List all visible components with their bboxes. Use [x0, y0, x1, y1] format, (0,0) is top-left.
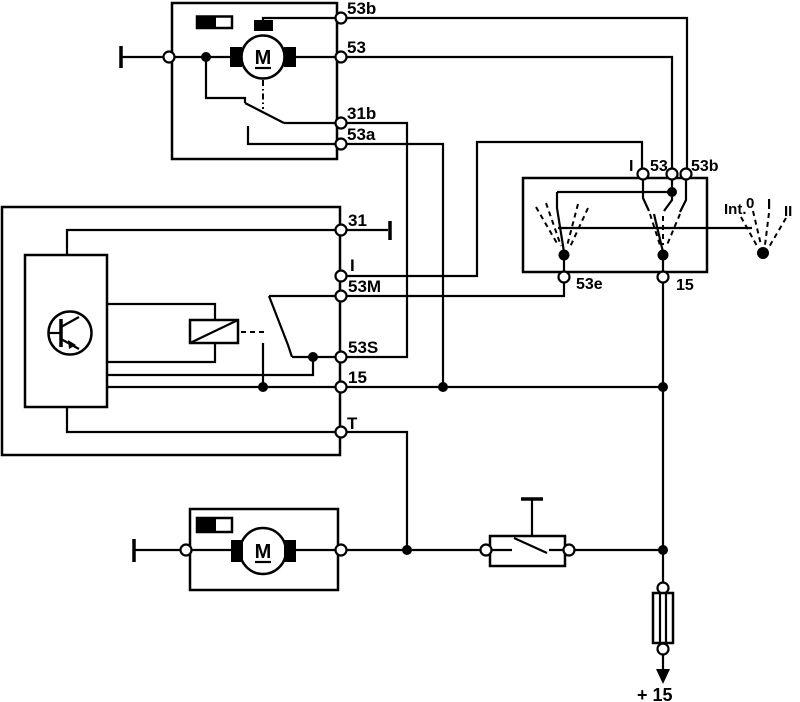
position-label-0: 0 — [746, 195, 754, 212]
terminal-switch-I — [636, 167, 650, 181]
terminal-53a — [334, 137, 348, 151]
intermittent-wiper-relay: 31 I 53M 53S 15 T — [0, 205, 392, 457]
electronic-module — [23, 253, 109, 409]
supply-arrow: + 15 — [637, 654, 673, 702]
terminal-switch-53 — [665, 167, 679, 181]
supply-label: + 15 — [637, 685, 673, 702]
terminal-fuse-bottom — [656, 642, 670, 656]
brush-left — [230, 47, 242, 67]
terminal-switch-53e — [557, 270, 571, 284]
terminal-53M — [334, 289, 348, 303]
terminal-label-53M: 53M — [348, 277, 381, 296]
brush-top — [254, 20, 273, 31]
terminal-label-I: I — [350, 256, 355, 275]
motor-letter: M — [255, 47, 272, 69]
terminal-pump-right — [334, 543, 348, 557]
position-label-int: Int. — [724, 201, 747, 218]
fuse-body — [651, 591, 675, 645]
pump-brush-left — [231, 540, 243, 562]
pump-brush-right — [284, 540, 296, 562]
washer-pump: M — [132, 507, 348, 592]
terminal-53S — [334, 350, 348, 364]
terminal-switch-53b — [679, 167, 693, 181]
terminal-label-T: T — [347, 414, 358, 433]
terminal-washer-switch-left — [479, 543, 493, 557]
relay-housing — [0, 205, 342, 457]
terminal-31 — [334, 223, 348, 237]
motor-housing — [170, 1, 339, 161]
position-label-II: II — [784, 203, 792, 220]
switch-label-53e: 53e — [576, 276, 603, 293]
terminal-I — [334, 269, 348, 283]
wiper-contact-53e — [555, 192, 566, 253]
terminal-15 — [334, 380, 348, 394]
terminal-pump-left — [179, 543, 193, 557]
relay-contact-arm — [267, 295, 341, 359]
terminal-53b — [334, 11, 348, 25]
washer-switch — [479, 497, 576, 568]
terminal-label-53: 53 — [347, 38, 366, 57]
terminal-washer-switch-right — [562, 543, 576, 557]
fuse — [651, 581, 675, 656]
pump-motor-letter: M — [255, 541, 272, 563]
switch-label-53: 53 — [650, 158, 668, 175]
terminal-motor-left — [162, 50, 176, 64]
terminal-53 — [334, 50, 348, 64]
terminal-31b — [334, 116, 348, 130]
terminal-label-15: 15 — [348, 368, 367, 387]
terminal-label-53S: 53S — [348, 338, 378, 357]
switch-housing — [521, 176, 709, 274]
position-label-I: I — [767, 196, 771, 213]
terminal-switch-15 — [656, 270, 670, 284]
switch-position-indicator: Int. 0 I II — [724, 195, 792, 259]
switch-label-53b: 53b — [691, 158, 719, 175]
switch-label-15: 15 — [676, 277, 694, 294]
contact-stub-53b — [679, 179, 688, 213]
wiper-contact-15 — [652, 213, 665, 253]
terminal-T — [334, 425, 348, 439]
contact-stub-I — [641, 179, 650, 212]
terminal-label-31b: 31b — [347, 104, 376, 123]
terminal-label-53b: 53b — [347, 0, 376, 18]
contact-stub-53 — [663, 192, 674, 212]
terminal-label-31: 31 — [348, 211, 367, 230]
front-wiper-motor: M 53b 53 31b 53a — [119, 0, 376, 161]
brush-right — [284, 47, 296, 67]
wiper-switch: I 53 53b 53e 15 Int. 0 I II — [521, 158, 792, 294]
terminal-label-53a: 53a — [347, 125, 376, 144]
switch-label-I: I — [629, 158, 633, 175]
wiring — [65, 16, 689, 588]
arrow-head — [656, 669, 670, 684]
